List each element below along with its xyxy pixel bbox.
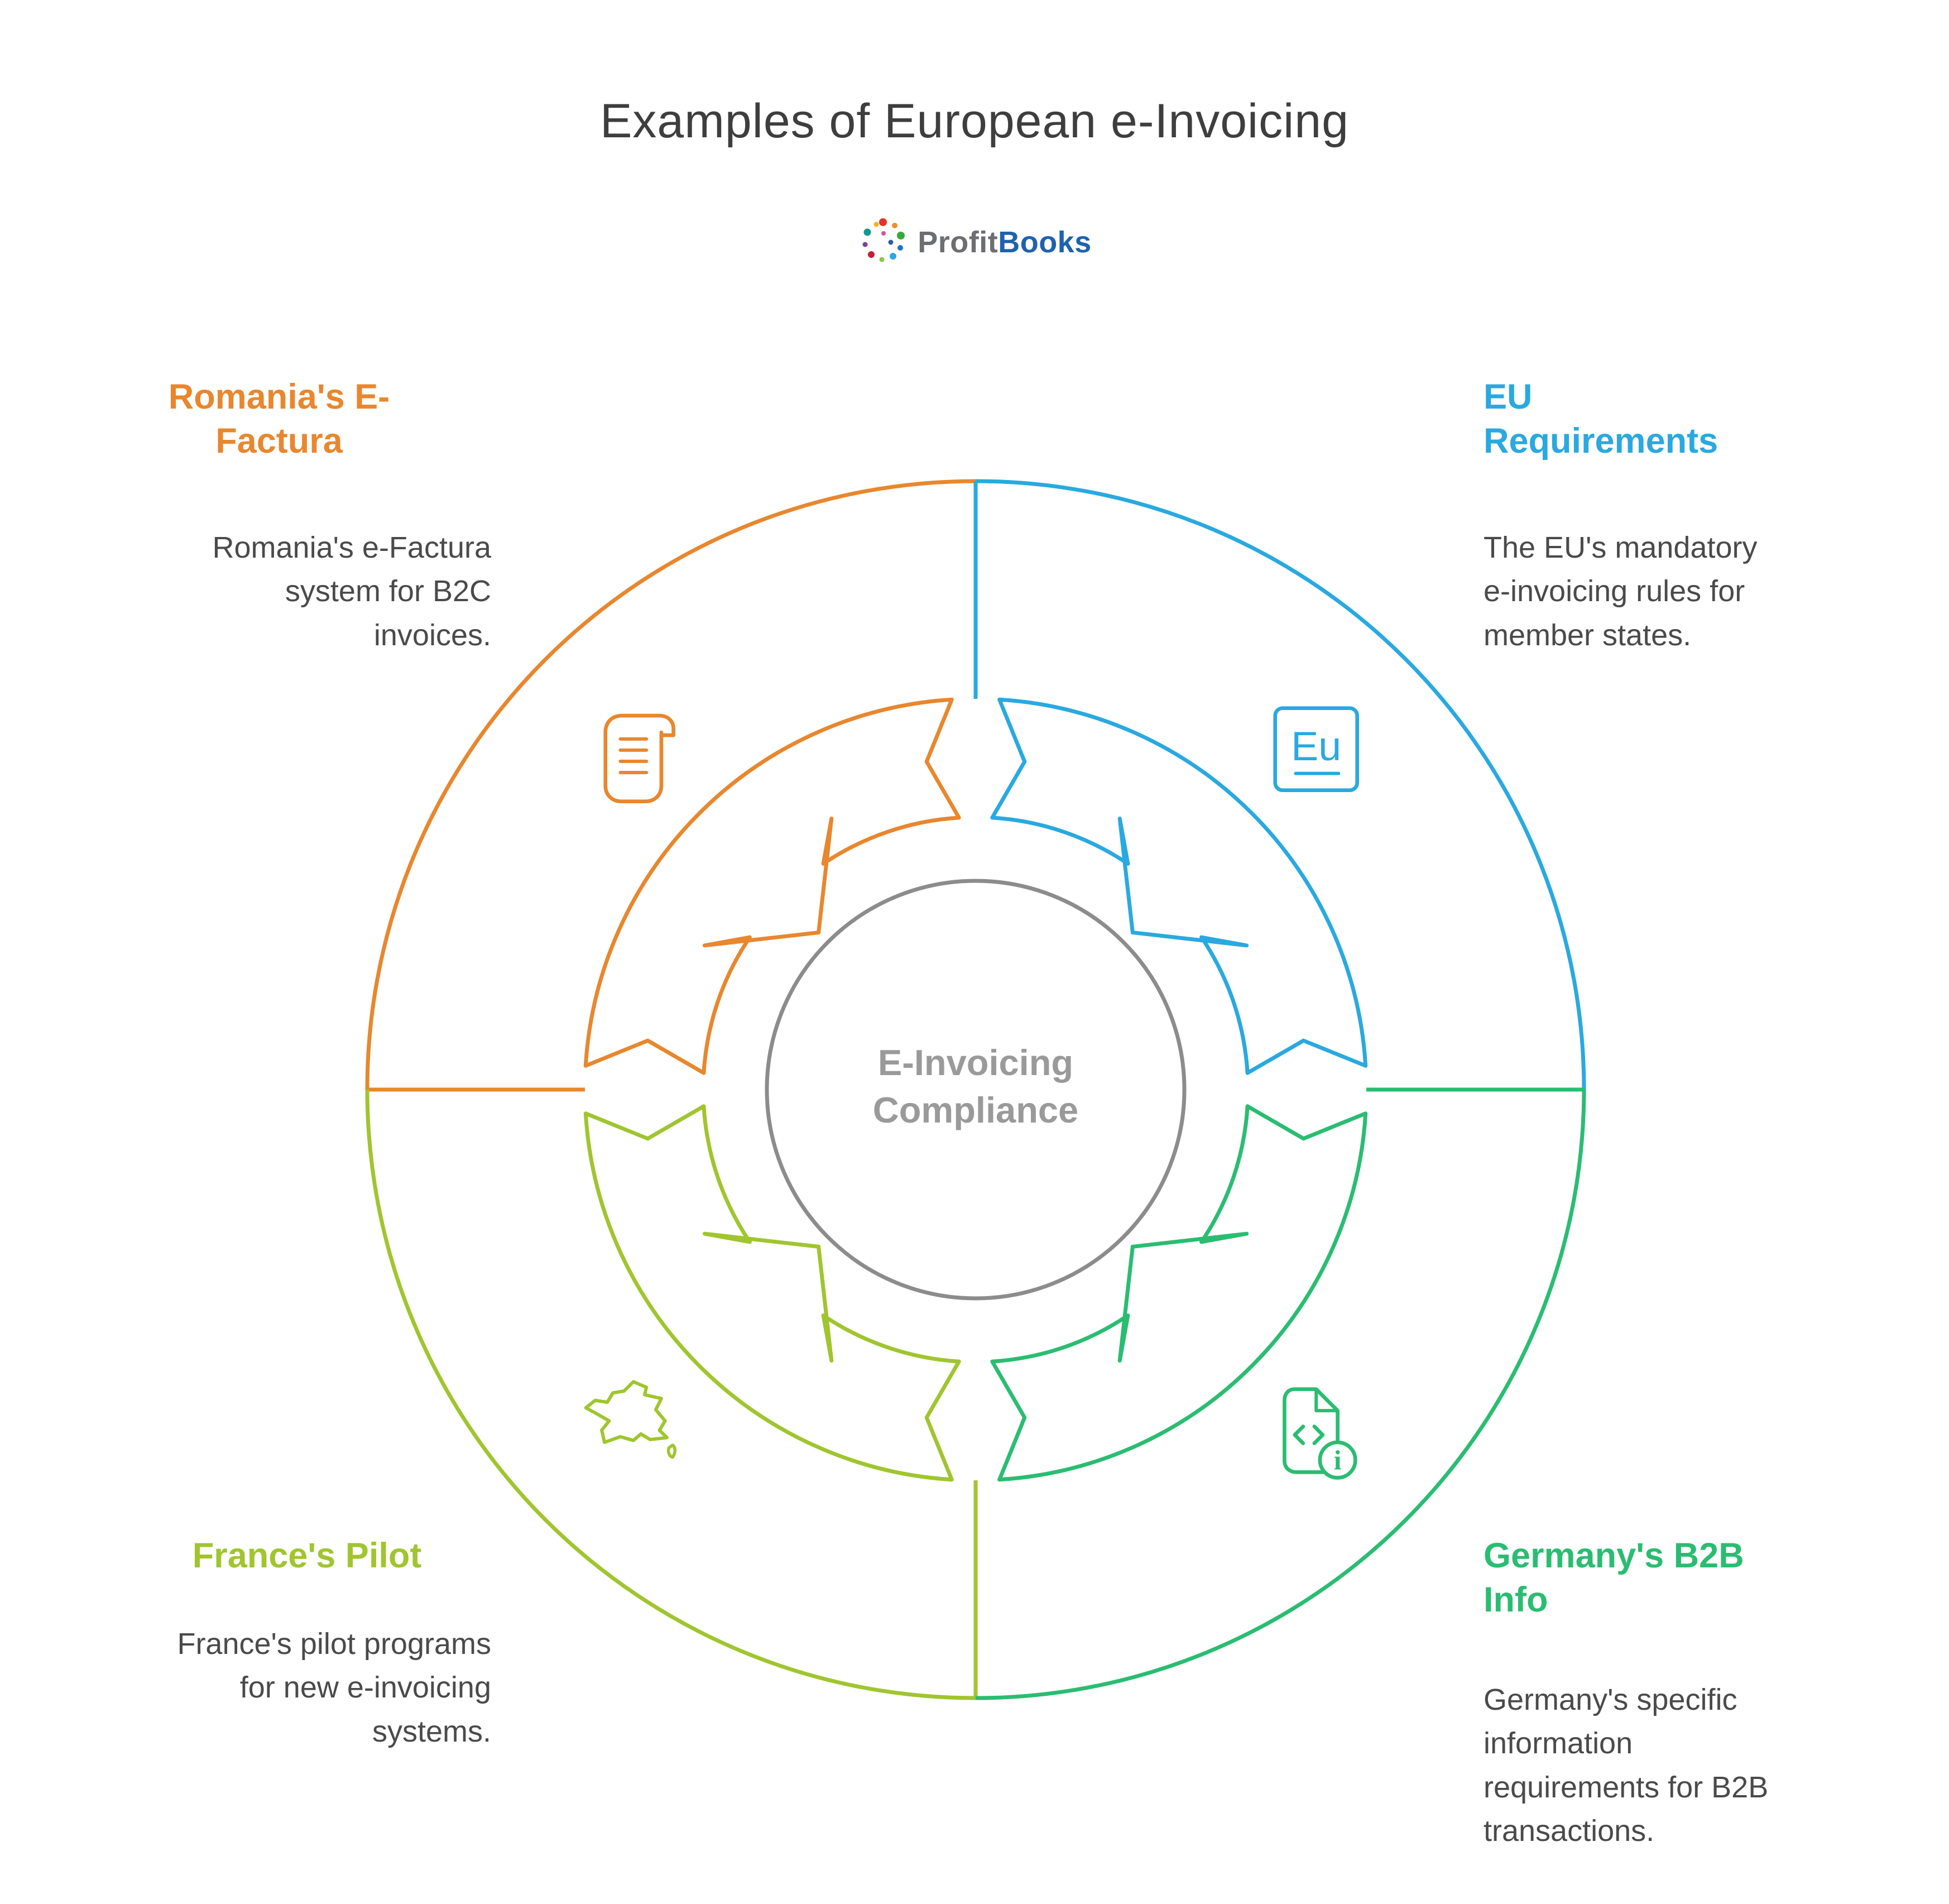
france-arrow-band: [583, 1104, 961, 1482]
logo-dot: [890, 253, 897, 260]
center-circle: [765, 879, 1187, 1301]
section-heading-germany: Germany's B2B Info: [1484, 1536, 1744, 1620]
logo-dot: [868, 251, 875, 258]
logo-dot: [863, 228, 871, 236]
eu-outer-arc: [975, 479, 1586, 1090]
profitbooks-logo: ProfitBooks: [0, 217, 1949, 268]
logo-profit-text: Profit: [918, 226, 998, 259]
france-map-icon: [584, 1380, 677, 1459]
section-body-eu: The EU's mandatory e-invoicing rules for…: [1484, 531, 1758, 652]
section-heading-eu: EU Requirements: [1484, 377, 1718, 461]
page-title: Examples of European e-Invoicing: [600, 94, 1349, 148]
section-body-germany: Germany's specific information requireme…: [1484, 1683, 1769, 1848]
logo-dot: [897, 232, 905, 239]
logo-books-text: Books: [998, 226, 1092, 259]
logo-dot: [862, 242, 868, 247]
section-heading-romania: Romania's E-Factura: [168, 377, 390, 461]
logo-dot: [897, 245, 904, 251]
germany-arrow-band: [990, 1104, 1368, 1482]
section-body-france: France's pilot programs for new e-invoic…: [177, 1627, 491, 1748]
logo-dot: [881, 231, 886, 236]
logo-dot: [892, 223, 898, 228]
code-document-icon: i: [1283, 1387, 1357, 1480]
romania-arrow-band: [583, 697, 961, 1075]
profitbooks-logo-icon: [862, 218, 905, 262]
section-body-romania: Romania's e-Factura system for B2C invoi…: [212, 531, 492, 652]
center-label: E-Invoicing Compliance: [872, 1042, 1079, 1130]
logo-dot: [888, 239, 894, 245]
logo-dot: [873, 222, 879, 227]
section-heading-france: France's Pilot: [192, 1536, 422, 1575]
logo-wordmark: ProfitBooks: [918, 225, 1092, 260]
svg-text:Eu: Eu: [1291, 723, 1341, 769]
france-outer-arc: [365, 1089, 976, 1700]
eu-arrow-band: [990, 697, 1368, 1075]
logo-dot: [879, 218, 887, 226]
logo-dot: [879, 257, 885, 262]
invoice-scroll-icon: [603, 713, 676, 804]
eu-box-icon: Eu: [1273, 706, 1360, 793]
romania-outer-arc: [365, 479, 976, 1090]
germany-outer-arc: [975, 1089, 1586, 1700]
svg-text:i: i: [1334, 1444, 1342, 1475]
